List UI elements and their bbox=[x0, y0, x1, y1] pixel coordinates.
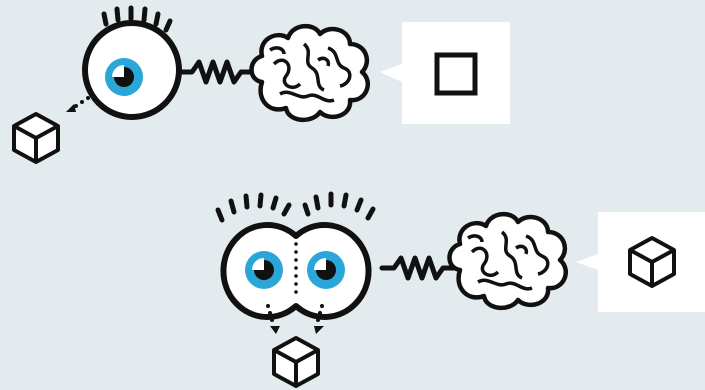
perception-bubble bbox=[576, 212, 705, 312]
brain-icon bbox=[252, 26, 368, 120]
cube-icon bbox=[274, 338, 318, 386]
eyelashes-left-icon bbox=[218, 195, 289, 220]
iris-right-icon bbox=[307, 251, 345, 289]
eyelashes-right-icon bbox=[305, 194, 373, 218]
cube-icon bbox=[14, 114, 58, 162]
iris-icon bbox=[105, 58, 143, 96]
iris-left-icon bbox=[245, 251, 283, 289]
optic-nerve-icon bbox=[180, 62, 256, 82]
binocular-system bbox=[218, 194, 705, 386]
single-eye-icon bbox=[85, 23, 179, 117]
cube-icon bbox=[630, 238, 674, 286]
optic-nerve-icon bbox=[382, 258, 456, 278]
twin-eyes-icon bbox=[223, 225, 368, 317]
sight-line bbox=[66, 96, 90, 112]
perception-bubble bbox=[380, 22, 510, 124]
monocular-system bbox=[14, 8, 510, 162]
brain-icon bbox=[450, 214, 566, 308]
